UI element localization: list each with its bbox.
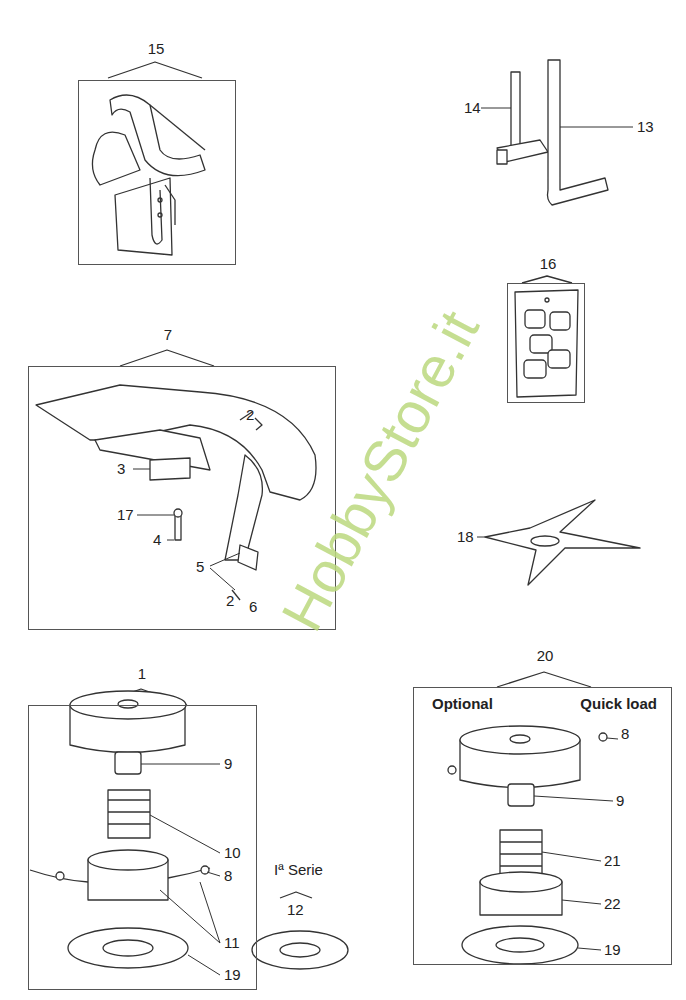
part-group-frame: 20OptionalQuick load	[413, 687, 672, 965]
callout-number: 10	[224, 845, 241, 862]
group-number: 20	[537, 648, 554, 665]
callout-number: 3	[117, 461, 125, 478]
callout-number: 9	[616, 793, 624, 810]
callout-number: 5	[196, 559, 204, 576]
callout-number: 4	[153, 532, 161, 549]
group-note: Quick load	[580, 696, 657, 713]
callout-number: 14	[464, 100, 481, 117]
callout-number: 8	[621, 726, 629, 743]
callout-number: 22	[604, 896, 621, 913]
callout-number: 19	[604, 942, 621, 959]
callout-number: 21	[604, 853, 621, 870]
group-note: Optional	[432, 696, 493, 713]
callout-number: 9	[224, 756, 232, 773]
part-group-frame: 1	[28, 705, 257, 990]
callout-number: 12	[287, 902, 304, 919]
group-number: 15	[148, 41, 165, 58]
callout-number: 2	[226, 593, 234, 610]
part-group-frame: 16	[507, 283, 585, 403]
callout-number: 19	[224, 967, 241, 984]
callout-number: 8	[224, 868, 232, 885]
callout-number: 6	[249, 599, 257, 616]
group-number: 16	[540, 256, 557, 273]
group-number: 7	[164, 327, 172, 344]
callout-number: 11	[224, 935, 240, 952]
callout-number: 2	[246, 407, 254, 424]
callout-number: Iª Serie	[274, 862, 323, 879]
callout-number: 17	[117, 507, 134, 524]
group-number: 1	[138, 666, 146, 683]
part-group-frame: 15	[78, 80, 236, 265]
callout-number: 18	[457, 529, 474, 546]
callout-number: 13	[637, 119, 654, 136]
